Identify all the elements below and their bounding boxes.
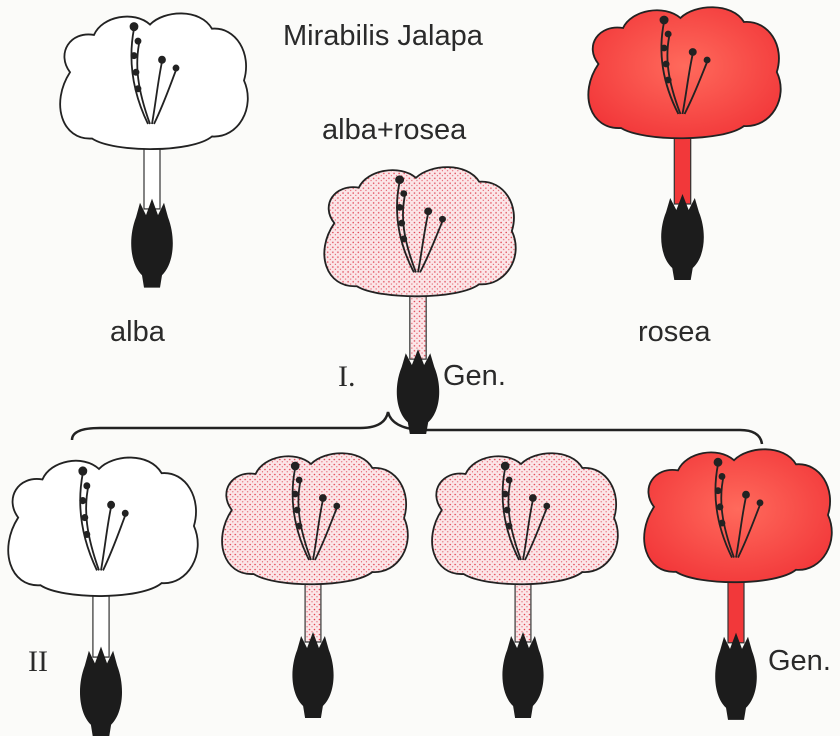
second-generation-suffix: Gen. [768, 645, 831, 677]
stamens [395, 175, 446, 273]
flower-alba-parent [59, 12, 249, 288]
calyx [292, 632, 334, 718]
cross-label: alba+rosea [322, 114, 467, 146]
flower-tube [673, 127, 692, 205]
flower-petals [431, 452, 619, 586]
first-generation-numeral: I. [338, 360, 356, 393]
second-generation-numeral: II [28, 645, 48, 678]
flower-f2-pink-2 [431, 452, 619, 718]
calyx [80, 646, 122, 736]
stamens [78, 466, 129, 571]
flower-petals [59, 12, 249, 151]
flower-petals [7, 456, 199, 597]
parent-alba-label: alba [110, 316, 165, 348]
calyx [661, 194, 704, 280]
stamens [500, 461, 551, 561]
flower-f2-pink-1 [221, 452, 409, 718]
stamens [659, 15, 711, 115]
calyx [502, 632, 544, 718]
flower-petals [587, 6, 782, 140]
flower-f2-white [7, 456, 199, 736]
calyx [715, 632, 757, 720]
flower-petals [643, 448, 833, 584]
flower-petals [221, 452, 409, 586]
flower-rosea-parent [587, 6, 782, 280]
flower-f2-red [643, 448, 833, 720]
parent-rosea-label: rosea [638, 316, 711, 348]
first-generation-suffix: Gen. [443, 360, 506, 392]
diagram-title: Mirabilis Jalapa [283, 20, 483, 52]
stamens [290, 461, 341, 561]
calyx [396, 349, 440, 435]
stamens [713, 457, 764, 559]
flower-petals [323, 166, 517, 298]
calyx [131, 198, 173, 288]
stamens [129, 22, 180, 125]
flower-hybrid-f1 [323, 166, 517, 435]
